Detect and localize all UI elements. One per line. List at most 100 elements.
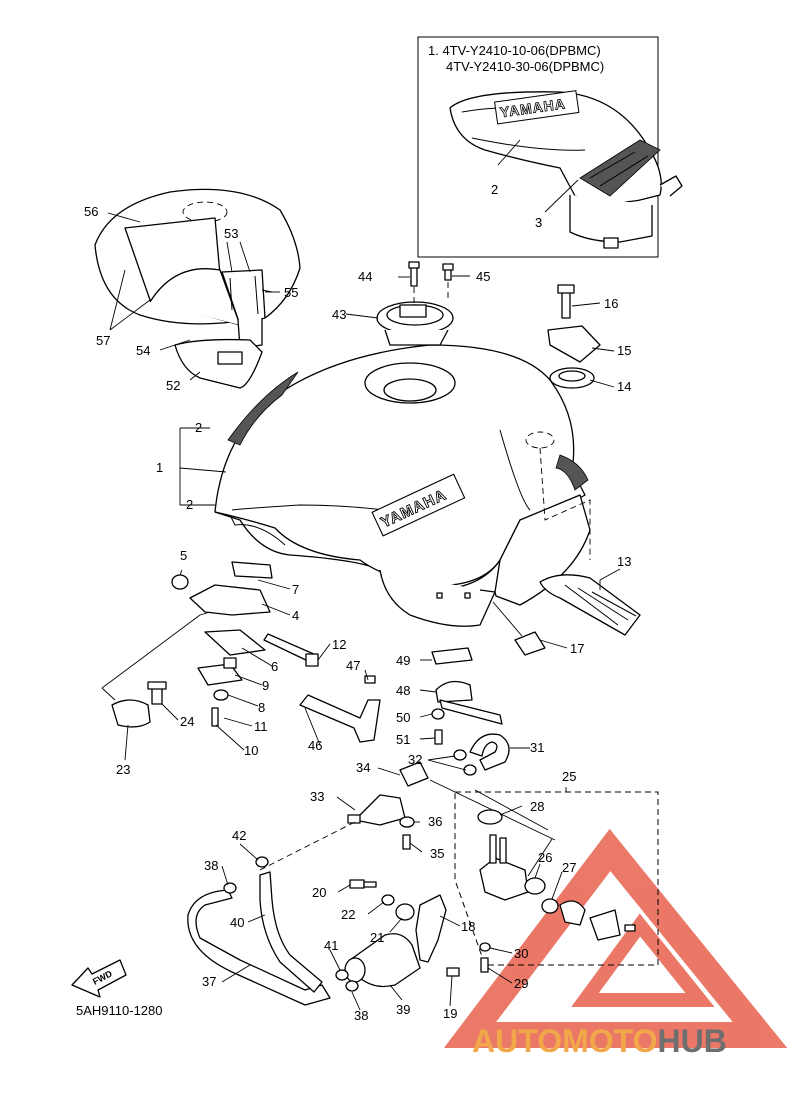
callout-40: 40 — [230, 915, 244, 930]
callout-39: 39 — [396, 1002, 410, 1017]
callout-10: 10 — [244, 743, 258, 758]
rear-mount — [547, 284, 601, 389]
bolt-20 — [349, 879, 365, 889]
callout-30: 30 — [514, 946, 528, 961]
bolt-16 — [561, 289, 571, 319]
screw-19 — [446, 967, 460, 977]
tank-stripe-rear — [555, 454, 589, 491]
callout-11: 11 — [254, 719, 268, 734]
callout-18: 18 — [461, 919, 475, 934]
callout-15: 15 — [617, 343, 631, 358]
callout-42: 42 — [232, 828, 246, 843]
clip-32a — [453, 749, 467, 761]
callout-25: 25 — [562, 769, 576, 784]
inset-title-line2: 4TV-Y2410-30-06(DPBMC) — [446, 59, 604, 74]
plate-9 — [197, 663, 243, 686]
callout-14: 14 — [617, 379, 631, 394]
callout-55: 55 — [284, 285, 298, 300]
plate-7 — [231, 561, 273, 579]
callout-19: 19 — [443, 1006, 457, 1021]
gasket-26 — [524, 877, 546, 895]
filter-33 — [354, 794, 406, 826]
bracket-4 — [189, 584, 271, 616]
watermark-text-b: HUB — [657, 1023, 726, 1059]
leader-lines — [101, 212, 621, 1011]
callout-22: 22 — [341, 907, 355, 922]
callout-20: 20 — [312, 885, 326, 900]
plate-6 — [204, 629, 266, 656]
fuel-cap — [376, 261, 454, 346]
clip-17 — [514, 631, 546, 656]
plate-screw — [589, 909, 621, 941]
collar-36 — [399, 816, 415, 828]
oring-28 — [477, 809, 503, 825]
callout-41: 41 — [324, 938, 338, 953]
mid-parts — [299, 647, 503, 745]
fwd-arrow-icon: FWD — [71, 959, 127, 998]
tank-cover-assembly — [94, 188, 301, 389]
fuel-tank: YAMAHA — [214, 344, 591, 627]
gasket-49 — [431, 647, 473, 665]
callout-28: 28 — [530, 799, 544, 814]
callout-51: 51 — [396, 732, 410, 747]
holder-34 — [399, 761, 429, 787]
callout-38-lower: 38 — [354, 1008, 368, 1023]
lever-knob — [559, 900, 586, 926]
callout-12: 12 — [332, 637, 346, 652]
callout-50: 50 — [396, 710, 410, 725]
callout-labels: 1 2 2 2 3 4 5 6 7 8 9 10 11 12 13 14 15 … — [84, 182, 631, 1023]
hose-46 — [299, 694, 381, 743]
callout-21: 21 — [370, 930, 384, 945]
assembly-box-25 — [454, 791, 659, 966]
callout-43: 43 — [332, 307, 346, 322]
bolt-44 — [410, 265, 418, 287]
watermark-text-a: AUTOMOTO — [472, 1023, 657, 1059]
watermark-text: AUTOMOTOHUB — [472, 1023, 727, 1059]
hose-40 — [259, 871, 323, 993]
clamp-23 — [101, 681, 167, 728]
washer-30 — [479, 942, 491, 952]
watermark-logo — [443, 828, 788, 1048]
bolt-35 — [402, 834, 411, 850]
bolt-51 — [434, 729, 443, 745]
clip-32b — [463, 764, 477, 776]
callout-48: 48 — [396, 683, 410, 698]
clip-41 — [335, 969, 349, 981]
fuel-cock-assembly — [454, 791, 659, 973]
washer-11 — [213, 689, 229, 701]
callout-1: 1 — [156, 460, 163, 475]
callout-45: 45 — [476, 269, 490, 284]
callout-2-lower: 2 — [186, 497, 193, 512]
oring-27 — [541, 898, 559, 914]
callout-31: 31 — [530, 740, 544, 755]
callout-7: 7 — [292, 582, 299, 597]
bracket-15 — [547, 325, 601, 363]
diagram-code: 5AH9110-1280 — [76, 1003, 163, 1018]
callout-37: 37 — [202, 974, 216, 989]
callout-33: 33 — [310, 789, 324, 804]
callout-35: 35 — [430, 846, 444, 861]
callout-32: 32 — [408, 752, 422, 767]
collar-22 — [381, 894, 395, 906]
bracket-48 — [435, 680, 473, 703]
callout-3: 3 — [535, 215, 542, 230]
callout-49: 49 — [396, 653, 410, 668]
clip-42 — [255, 856, 269, 868]
callout-17: 17 — [570, 641, 584, 656]
tank-stripe-front — [227, 371, 299, 446]
callout-24: 24 — [180, 714, 194, 729]
damper-21 — [395, 903, 415, 921]
bracket-18 — [415, 894, 447, 963]
callout-53: 53 — [224, 226, 238, 241]
inset-panel: 1. 4TV-Y2410-10-06(DPBMC) 4TV-Y2410-30-0… — [417, 36, 683, 258]
pump-39 — [349, 933, 421, 988]
inset-frame — [417, 36, 659, 258]
callout-9: 9 — [262, 678, 269, 693]
callout-36: 36 — [428, 814, 442, 829]
rubber-13 — [539, 574, 641, 636]
callout-52: 52 — [166, 378, 180, 393]
callout-26: 26 — [538, 850, 552, 865]
inset-stripe — [579, 139, 661, 197]
hose-37 — [187, 889, 331, 1006]
